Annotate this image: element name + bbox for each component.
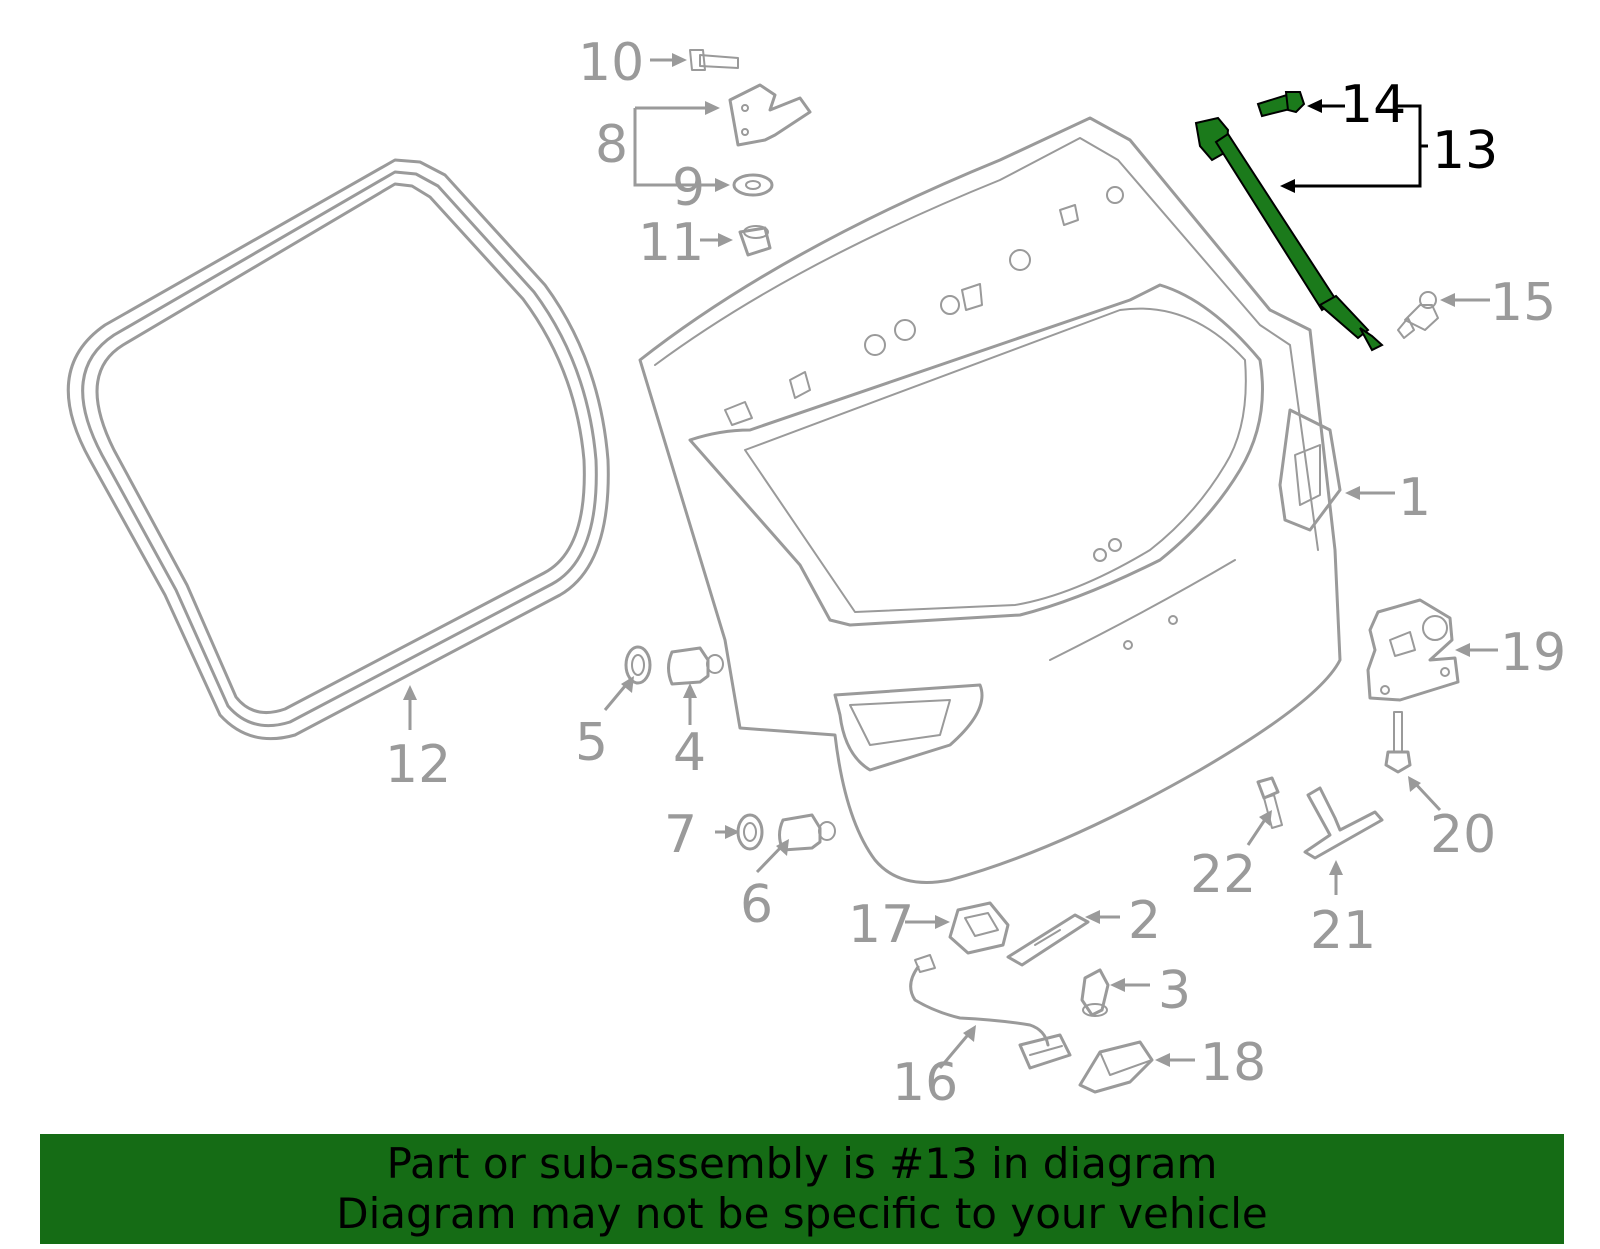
- bolt-part-10[interactable]: [689, 49, 739, 71]
- arrowheads: [403, 53, 1470, 1067]
- callout-21: 21: [1310, 901, 1376, 961]
- callout-7: 7: [664, 805, 697, 865]
- striker-part-21[interactable]: [1303, 786, 1384, 860]
- callout-8: 8: [595, 115, 628, 175]
- clip-part-3[interactable]: [1080, 968, 1110, 1017]
- callout-13: 13: [1432, 121, 1498, 181]
- ball-stud-part-15[interactable]: [1397, 291, 1439, 339]
- plate-part-2[interactable]: [1006, 913, 1090, 967]
- latch-part-19[interactable]: [1366, 598, 1460, 702]
- callout-1: 1: [1398, 468, 1431, 528]
- callout-22: 22: [1190, 845, 1256, 905]
- bumper-part-4[interactable]: [667, 646, 724, 686]
- callout-17: 17: [848, 895, 914, 955]
- callout-11: 11: [638, 213, 704, 273]
- bolt-part-14[interactable]: [1256, 91, 1306, 118]
- grommet-part-5[interactable]: [624, 645, 652, 685]
- info-banner: Part or sub-assembly is #13 in diagram D…: [40, 1134, 1564, 1244]
- callout-16: 16: [892, 1053, 958, 1113]
- callout-3: 3: [1158, 961, 1191, 1021]
- callout-labels: 1 2 3 4 5 6 7 8 9 10 11 12 13 14 15 16 1…: [385, 33, 1566, 1113]
- callout-6: 6: [740, 875, 773, 935]
- callout-14: 14: [1340, 75, 1406, 135]
- callout-18: 18: [1200, 1033, 1266, 1093]
- license-lamp-part-17[interactable]: [948, 901, 1010, 955]
- nut-part-11[interactable]: [738, 225, 772, 257]
- screw-part-20[interactable]: [1384, 711, 1412, 774]
- callout-10: 10: [578, 33, 644, 93]
- callout-9: 9: [672, 158, 705, 218]
- callout-12: 12: [385, 735, 451, 795]
- grommet-part-7[interactable]: [736, 813, 764, 851]
- lift-support-part-13[interactable]: [1194, 116, 1384, 352]
- parts-diagram: 1 2 3 4 5 6 7 8 9 10 11 12 13 14 15 16 1…: [66, 33, 1566, 1113]
- banner-line-disclaimer: Diagram may not be specific to your vehi…: [336, 1189, 1268, 1238]
- harness-part-16[interactable]: [909, 954, 1072, 1070]
- callout-19: 19: [1500, 623, 1566, 683]
- callout-20: 20: [1430, 805, 1496, 865]
- hinge-part-8[interactable]: [728, 83, 812, 147]
- callout-2: 2: [1128, 891, 1161, 951]
- callout-5: 5: [575, 713, 608, 773]
- callout-4: 4: [673, 723, 706, 783]
- cover-part-18[interactable]: [1078, 1040, 1154, 1094]
- washer-part-9[interactable]: [732, 173, 774, 197]
- weatherstrip-part-12[interactable]: [66, 158, 610, 741]
- banner-line-part-number: Part or sub-assembly is #13 in diagram: [386, 1139, 1218, 1188]
- callout-15: 15: [1490, 273, 1556, 333]
- liftgate-part-1[interactable]: [638, 116, 1342, 884]
